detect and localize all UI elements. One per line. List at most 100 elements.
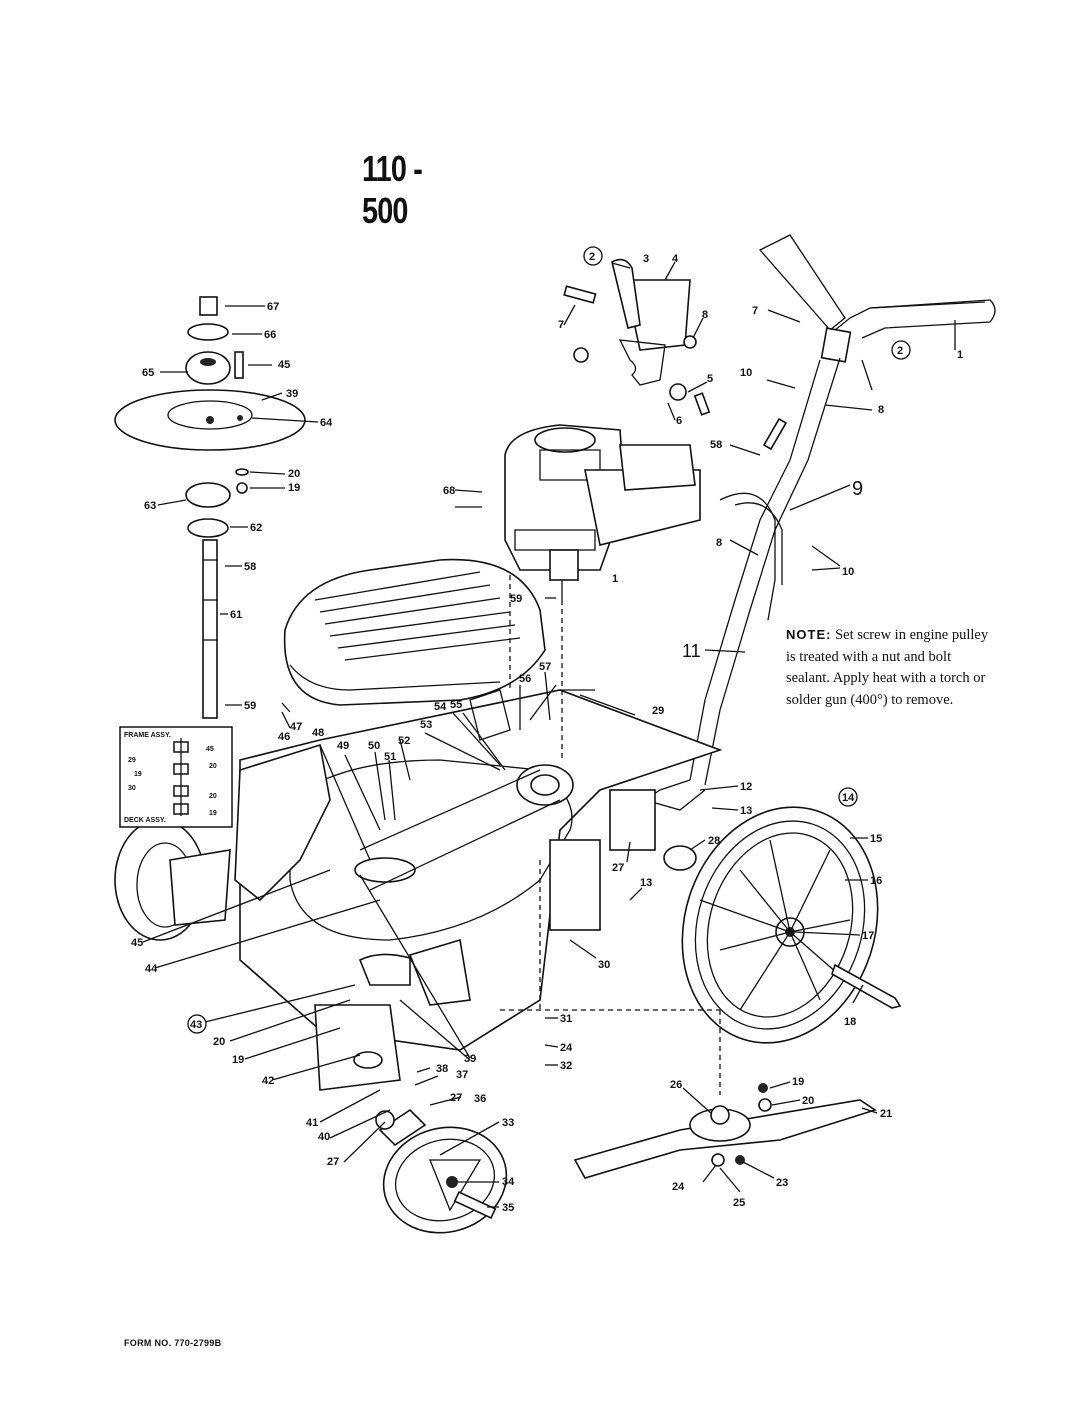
callout-large: 9 xyxy=(852,478,863,500)
callout: 7 xyxy=(558,319,564,331)
callout: 28 xyxy=(708,835,720,847)
callout: 20 xyxy=(802,1095,814,1107)
callout: 62 xyxy=(250,522,262,534)
callout: 38 xyxy=(436,1063,448,1075)
small-front-wheel xyxy=(375,1108,508,1234)
callout: 53 xyxy=(420,719,432,731)
callout: 13 xyxy=(640,877,652,889)
callout: 15 xyxy=(870,833,882,845)
callout: 25 xyxy=(733,1197,745,1209)
callout-circled: 2 xyxy=(589,251,595,263)
left-wheel xyxy=(114,819,231,941)
callout: 8 xyxy=(878,404,884,416)
callout: 57 xyxy=(539,661,551,673)
large-spoked-wheel xyxy=(663,806,902,1044)
callout: 16 xyxy=(870,875,882,887)
callout: 42 xyxy=(262,1075,274,1087)
callout: 34 xyxy=(502,1176,515,1188)
note-text: Set screw in engine pulley is treated wi… xyxy=(786,627,989,708)
callout: 8 xyxy=(702,309,708,321)
form-number: FORM NO. 770-2799B xyxy=(124,1338,222,1348)
callout: 51 xyxy=(384,751,396,763)
inset-callout-45: 45 xyxy=(206,746,214,753)
callout: 49 xyxy=(337,740,349,752)
handle-assembly xyxy=(643,234,996,811)
callout: 44 xyxy=(145,963,158,975)
callout-circled: 14 xyxy=(842,792,855,804)
callout: 66 xyxy=(264,329,276,341)
callout: 1 xyxy=(612,573,618,585)
callout: 7 xyxy=(752,305,758,317)
callout: 59 xyxy=(244,700,256,712)
callout: 10 xyxy=(740,367,752,379)
callout: 4 xyxy=(672,253,679,265)
note-block: NOTE: Set screw in engine pulley is trea… xyxy=(786,624,991,711)
callout-labels: 1 1 2 2 3 4 5 6 7 7 8 8 8 9 10 10 11 12 … xyxy=(131,246,963,1214)
callout: 45 xyxy=(131,937,143,949)
diagram-title: 110 - 500 xyxy=(362,148,423,231)
callout-circled: 2 xyxy=(897,345,903,357)
inset-callout-30: 30 xyxy=(128,785,136,792)
frame-assy-label: FRAME ASSY. xyxy=(124,732,171,739)
control-bracket xyxy=(563,258,711,416)
callout: 3 xyxy=(643,253,649,265)
deck-assy-label: DECK ASSY. xyxy=(124,817,166,824)
callout: 19 xyxy=(232,1054,244,1066)
callout: 6 xyxy=(676,415,682,427)
callout: 37 xyxy=(456,1069,468,1081)
callout: 55 xyxy=(450,699,462,711)
callout: 31 xyxy=(560,1013,572,1025)
callout: 5 xyxy=(707,373,713,385)
callout: 52 xyxy=(398,735,410,747)
callout: 61 xyxy=(230,609,242,621)
callout: 27 xyxy=(612,862,624,874)
callout: 33 xyxy=(502,1117,514,1129)
callout: 19 xyxy=(792,1076,804,1088)
callout: 35 xyxy=(502,1202,514,1214)
deck-frame xyxy=(239,689,723,1091)
callout-circled: 43 xyxy=(190,1019,202,1031)
callout: 45 xyxy=(278,359,290,371)
spindle-assembly xyxy=(114,296,306,719)
blade-assembly xyxy=(573,1083,877,1179)
callout: 8 xyxy=(716,537,722,549)
callout: 27 xyxy=(450,1092,462,1104)
callout: 58 xyxy=(710,439,722,451)
callout: 17 xyxy=(862,930,874,942)
frame-assy-box: FRAME ASSY. DECK ASSY. 29 19 30 45 20 20… xyxy=(119,726,233,828)
callout: 56 xyxy=(519,673,531,685)
inset-callout-20b: 20 xyxy=(209,793,217,800)
callout: 48 xyxy=(312,727,324,739)
callout: 24 xyxy=(672,1181,685,1193)
callout: 64 xyxy=(320,417,333,429)
callout: 26 xyxy=(670,1079,682,1091)
callout: 63 xyxy=(144,500,156,512)
callout: 36 xyxy=(474,1093,486,1105)
callout: 54 xyxy=(434,701,447,713)
callout: 58 xyxy=(244,561,256,573)
callout-large: 11 xyxy=(682,641,701,661)
callout: 13 xyxy=(740,805,752,817)
leader-lines xyxy=(142,261,956,1208)
callout: 29 xyxy=(652,705,664,717)
callout: 67 xyxy=(267,301,279,313)
inset-callout-29: 29 xyxy=(128,757,136,764)
callout: 41 xyxy=(306,1117,318,1129)
callout: 32 xyxy=(560,1060,572,1072)
callout: 21 xyxy=(880,1108,892,1120)
callout: 59 xyxy=(510,593,522,605)
callout: 68 xyxy=(443,485,455,497)
callout: 20 xyxy=(288,468,300,480)
callout: 65 xyxy=(142,367,154,379)
callout: 27 xyxy=(327,1156,339,1168)
callout: 39 xyxy=(464,1053,476,1065)
callout: 24 xyxy=(560,1042,573,1054)
callout: 50 xyxy=(368,740,380,752)
engine xyxy=(504,424,701,600)
callout: 10 xyxy=(842,566,854,578)
deck-cover xyxy=(283,558,546,706)
note-heading: NOTE: xyxy=(786,627,832,642)
inset-callout-19b: 19 xyxy=(209,810,217,817)
callout: 19 xyxy=(288,482,300,494)
